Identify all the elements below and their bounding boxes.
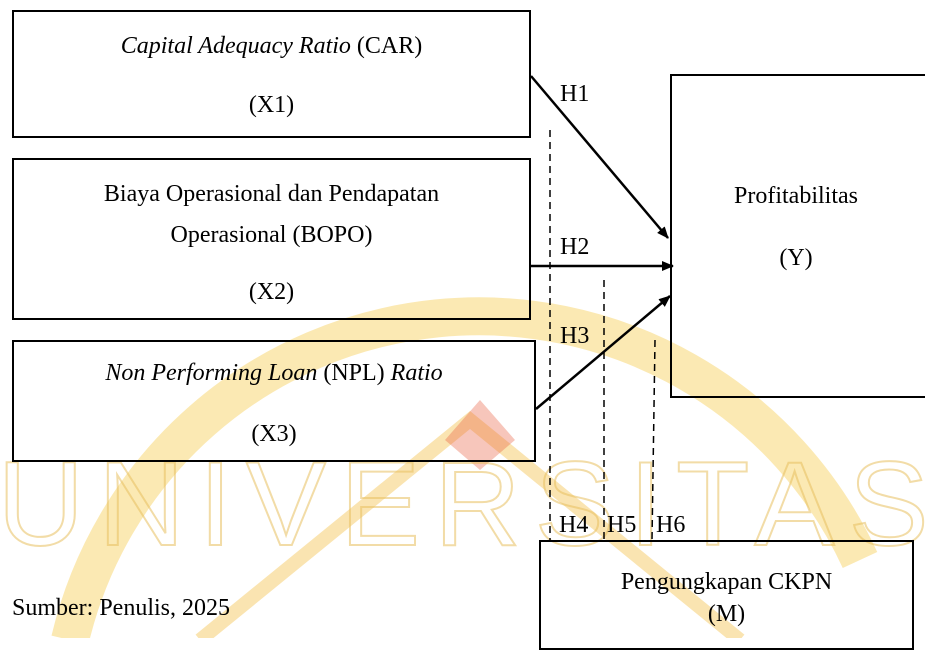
- box-x3-npl: [12, 340, 536, 462]
- x1-name: Capital Adequacy Ratio (CAR): [12, 32, 531, 60]
- x3-name-abbr: (NPL): [317, 360, 391, 386]
- label-h6: H6: [656, 512, 686, 538]
- m-name: Pengungkapan CKPN: [620, 569, 833, 595]
- label-h3: H3: [560, 323, 590, 349]
- box-x2-bopo: [12, 158, 531, 320]
- m-code: (M): [707, 601, 746, 627]
- box-y-profitabilitas: [670, 74, 925, 398]
- x1-name-abbr: (CAR): [350, 33, 423, 59]
- arrow-h1: [530, 75, 669, 239]
- x1-name-italic: Capital Adequacy Ratio: [120, 33, 351, 59]
- x3-name-italic-2: Ratio: [390, 360, 443, 386]
- x3-name-italic-1: Non Performing Loan: [105, 360, 318, 386]
- label-h1: H1: [560, 81, 590, 107]
- x1-code: (X1): [248, 92, 295, 118]
- box-x1-car: [12, 10, 531, 138]
- y-name: Profitabilitas: [734, 183, 858, 209]
- dashed-h6: [651, 339, 656, 541]
- y-code: (Y): [779, 245, 813, 271]
- x3-name: Non Performing Loan (NPL) Ratio: [12, 359, 536, 387]
- label-h2: H2: [560, 234, 590, 260]
- label-h4: H4: [559, 512, 589, 538]
- x2-code: (X2): [248, 279, 295, 305]
- watermark-text: UNIVERSITAS: [0, 437, 925, 571]
- arrow-h3: [535, 295, 671, 410]
- x2-name-line1: Biaya Operasional dan Pendapatan: [103, 181, 440, 207]
- label-h5: H5: [607, 512, 637, 538]
- source-note: Sumber: Penulis, 2025: [12, 595, 231, 621]
- x3-code: (X3): [251, 421, 297, 447]
- x2-name-line2: Operasional (BOPO): [170, 222, 373, 248]
